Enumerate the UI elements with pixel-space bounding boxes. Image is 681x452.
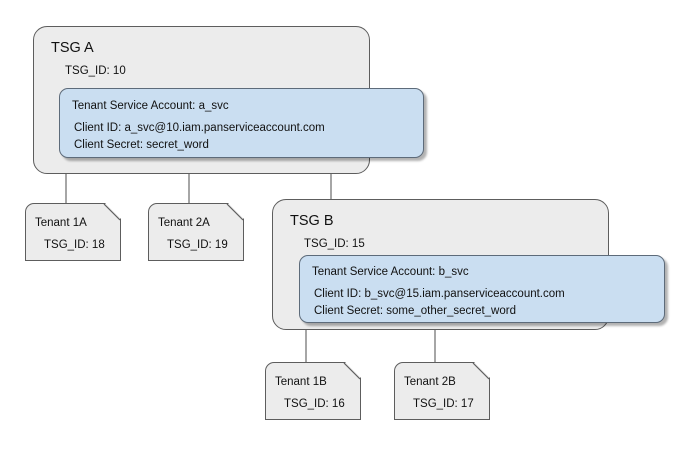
tenant-fold-corner-icon — [472, 362, 490, 380]
service-account-a-client-id: Client ID: a_svc@10.iam.panserviceaccoun… — [74, 122, 325, 134]
service-account-b-client-id: Client ID: b_svc@15.iam.panserviceaccoun… — [314, 288, 565, 300]
tsg-group-a-title: TSG A — [51, 40, 94, 56]
tenant-fold-corner-icon — [103, 203, 121, 221]
tenant-1a-name: Tenant 1A — [35, 217, 87, 229]
tenant-1b-id: TSG_ID: 16 — [284, 398, 345, 410]
tenant-node-1b[interactable]: Tenant 1B TSG_ID: 16 — [265, 362, 361, 420]
tenant-1a-id: TSG_ID: 18 — [44, 239, 105, 251]
tenant-node-1a[interactable]: Tenant 1A TSG_ID: 18 — [25, 203, 121, 261]
tsg-group-b-id: TSG_ID: 15 — [304, 238, 365, 250]
service-account-card-a[interactable]: Tenant Service Account: a_svc Client ID:… — [59, 88, 424, 158]
tenant-2b-name: Tenant 2B — [404, 376, 456, 388]
tsg-group-b-title: TSG B — [290, 213, 334, 229]
service-account-a-heading: Tenant Service Account: a_svc — [72, 100, 229, 112]
tsg-group-a-id: TSG_ID: 10 — [65, 65, 126, 77]
tenant-node-2b[interactable]: Tenant 2B TSG_ID: 17 — [394, 362, 490, 420]
service-account-b-heading: Tenant Service Account: b_svc — [312, 266, 469, 278]
tenant-2a-name: Tenant 2A — [158, 217, 210, 229]
service-account-a-client-secret: Client Secret: secret_word — [74, 139, 209, 151]
service-account-b-client-secret: Client Secret: some_other_secret_word — [314, 305, 516, 317]
tenant-2a-id: TSG_ID: 19 — [167, 239, 228, 251]
tenant-2b-id: TSG_ID: 17 — [413, 398, 474, 410]
tenant-node-2a[interactable]: Tenant 2A TSG_ID: 19 — [148, 203, 244, 261]
tenant-fold-corner-icon — [226, 203, 244, 221]
tenant-1b-name: Tenant 1B — [275, 376, 327, 388]
service-account-card-b[interactable]: Tenant Service Account: b_svc Client ID:… — [299, 255, 665, 323]
tenant-fold-corner-icon — [343, 362, 361, 380]
